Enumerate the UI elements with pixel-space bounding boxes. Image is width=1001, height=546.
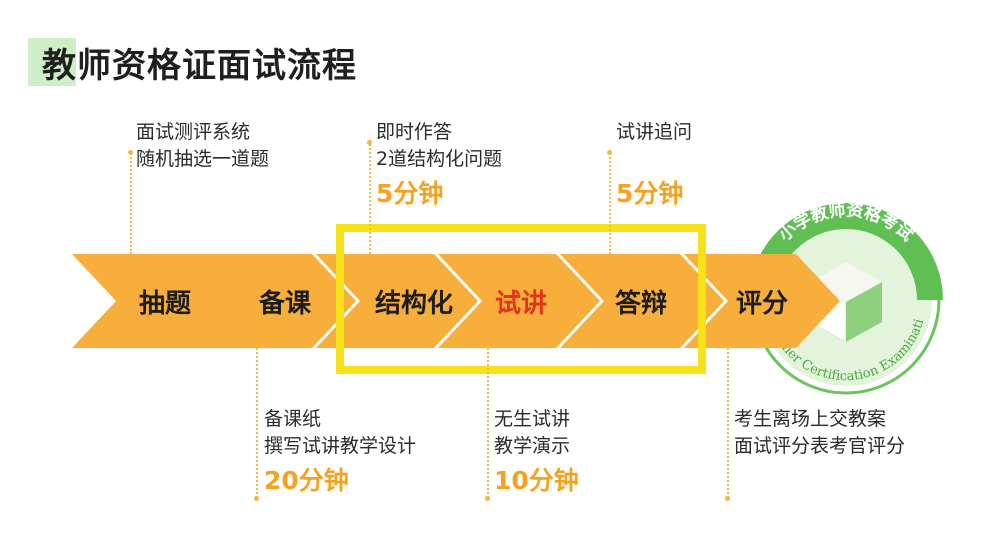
step-label-lecture: 试讲 bbox=[494, 289, 548, 319]
duration-lecture: 10分钟 bbox=[494, 466, 579, 495]
step-label-scoring: 评分 bbox=[735, 289, 789, 319]
duration-defense: 5分钟 bbox=[616, 179, 684, 208]
annotation-lecture: 无生试讲 教学演示 10分钟 bbox=[494, 406, 579, 494]
connector-dot-scoring bbox=[725, 496, 730, 501]
arrow-chevron-prepare bbox=[194, 254, 356, 348]
annotation-structured: 即时作答 2道结构化问题 5分钟 bbox=[376, 119, 502, 207]
title-accent-block bbox=[28, 38, 76, 86]
connector-line-defense bbox=[609, 150, 611, 254]
annotation-line: 随机抽选一道题 bbox=[136, 148, 270, 170]
arrow-chevron-defense bbox=[560, 254, 724, 348]
annotation-line: 教学演示 bbox=[494, 435, 571, 457]
connector-line-scoring bbox=[727, 348, 729, 498]
connector-dot-lecture bbox=[485, 496, 490, 501]
duration-structured: 5分钟 bbox=[376, 179, 444, 208]
connector-dot-draw bbox=[128, 150, 133, 155]
connector-line-draw bbox=[130, 150, 132, 254]
connector-line-prepare bbox=[256, 348, 258, 498]
duration-prepare: 20分钟 bbox=[264, 466, 349, 495]
arrow-chevron-structured bbox=[316, 254, 478, 348]
arrow-chevron-draw bbox=[72, 254, 240, 348]
connector-dot-prepare bbox=[254, 496, 259, 501]
annotation-line: 无生试讲 bbox=[494, 408, 571, 430]
arrow-chevron-scoring bbox=[684, 254, 840, 348]
annotation-prepare: 备课纸 撰写试讲教学设计 20分钟 bbox=[264, 406, 416, 494]
annotation-line: 面试评分表考官评分 bbox=[734, 435, 906, 457]
annotation-draw: 面试测评系统 随机抽选一道题 bbox=[136, 119, 269, 173]
page-title: 教师资格证面试流程 bbox=[42, 46, 357, 86]
annotation-line: 2道结构化问题 bbox=[376, 148, 503, 170]
annotation-line: 即时作答 bbox=[376, 121, 453, 143]
annotation-line: 面试测评系统 bbox=[136, 121, 251, 143]
step-label-draw: 抽题 bbox=[138, 289, 192, 319]
step-label-structured: 结构化 bbox=[374, 289, 454, 319]
connector-line-lecture bbox=[487, 348, 489, 498]
annotation-line: 考生离场上交教案 bbox=[734, 408, 887, 430]
step-label-defense: 答辩 bbox=[614, 289, 668, 319]
step-label-prepare: 备课 bbox=[258, 289, 312, 319]
annotation-line: 试讲追问 bbox=[616, 121, 693, 143]
annotation-defense: 试讲追问 5分钟 bbox=[616, 119, 692, 207]
arrow-chevron-lecture bbox=[438, 254, 600, 348]
connector-dot-structured bbox=[367, 140, 372, 145]
annotation-scoring: 考生离场上交教案 面试评分表考官评分 bbox=[734, 406, 905, 460]
annotation-line: 备课纸 bbox=[264, 408, 322, 430]
highlight-box bbox=[336, 224, 706, 374]
connector-dot-defense bbox=[607, 150, 612, 155]
connector-line-structured bbox=[369, 140, 371, 254]
annotation-line: 撰写试讲教学设计 bbox=[264, 435, 417, 457]
